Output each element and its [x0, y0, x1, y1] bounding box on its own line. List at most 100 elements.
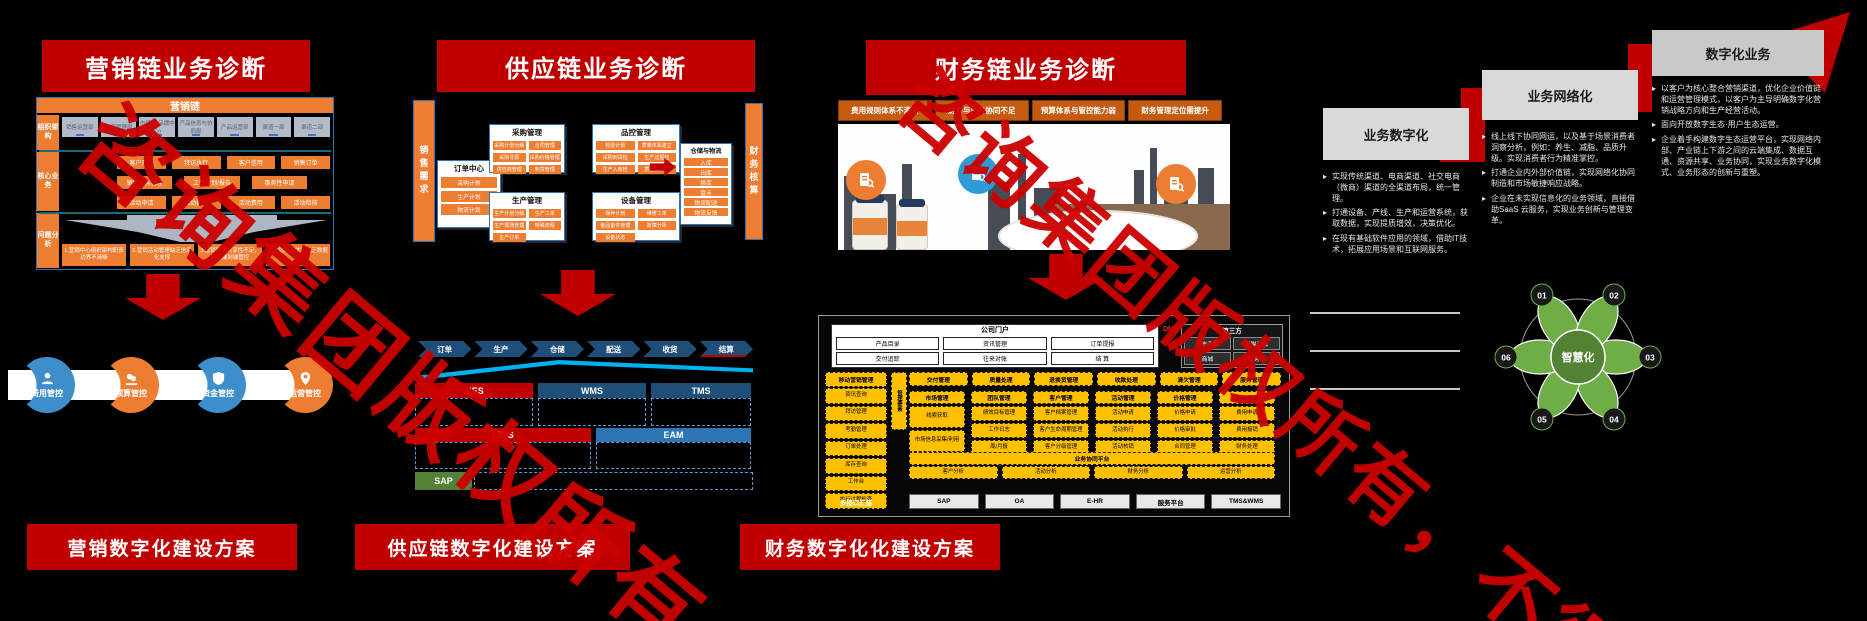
issue-box: 费用规则体系不清晰	[838, 100, 932, 121]
badge-03: 03	[1645, 353, 1655, 363]
finance-issues-row: 费用规则体系不清晰财务与业务协同不足预算体系与管控能力弱财务管理定位需提升	[838, 100, 1222, 121]
production-item: 生产计划分解	[493, 209, 526, 218]
wheel-badges: 01 02 03 04 05 06	[1494, 283, 1662, 431]
problem-box: 3.营销数据共享性不足，缺乏端到端管控	[198, 244, 262, 266]
group-item: 费用报销	[1219, 423, 1275, 438]
marketing-header: 营销链业务诊断	[42, 40, 310, 92]
mobile-item: 库存查询	[825, 458, 887, 474]
third-party-item: 服务窗	[1233, 352, 1280, 365]
quality-title: 品控管理	[621, 128, 651, 137]
integration-box: E-HR	[1060, 494, 1130, 509]
finance-footer: 财务数字化化建设方案	[740, 524, 1000, 570]
quality-box: 品控管理 检验计划质量体系建立采购到货检生产过程检生产入库检质量抽样检	[592, 124, 680, 174]
coins-icon	[125, 373, 137, 386]
badge-04: 04	[1609, 415, 1619, 425]
group-market: 市场管理 线索获取市场信息采集/利用	[909, 391, 965, 452]
process-box: 交付管理	[909, 372, 968, 386]
portal-title: 公司门户	[981, 327, 1009, 334]
flow-step: 订单	[418, 341, 471, 357]
core-box: 客户信用	[226, 156, 276, 169]
group-title: 团队管理	[971, 391, 1027, 404]
divider	[39, 212, 331, 214]
production-item: 生产工单	[528, 209, 561, 218]
finance-platform-grid: 公司门户 产品目录资讯管理订单提报 交付追踪往来对账结 算 DMS 第三方 京东…	[818, 315, 1290, 517]
group-title: 活动管理	[1095, 391, 1151, 404]
badge-01: 01	[1537, 291, 1547, 301]
finance-header: 财务链业务诊断	[866, 40, 1186, 95]
purchase-item: 合同管理	[528, 141, 561, 150]
warehouse-item: 出库	[684, 168, 728, 176]
third-party-title: 第三方	[1222, 328, 1242, 335]
tms-label: TMS	[651, 383, 751, 398]
bullet: 打通设备、产线、生产和运营系统，获取数据，实现提质增效，决策优化。	[1323, 208, 1473, 230]
equipment-items: 保养计划维修工单备品备件管理故障分析设备状态	[593, 206, 679, 245]
process-box: 退换货管理	[1034, 372, 1094, 386]
row-label-org: 组织架构	[37, 115, 59, 150]
group-activity: 活动管理 活动申请活动执行活动核销	[1095, 391, 1151, 455]
bullet: 企业着手构建数字生态运营平台，实现网络内部、产业链上下游之间的云端集成、数据互通…	[1652, 135, 1828, 178]
third-party-box: 第三方 京东商城天猫商城商城服务窗	[1181, 324, 1283, 368]
marketing-footer: 营销数字化建设方案	[27, 524, 297, 570]
dms-tag: DMS	[1163, 326, 1179, 333]
stage1-header: 业务数字化	[1323, 108, 1469, 160]
supply-header: 供应链业务诊断	[437, 40, 755, 92]
portal-item: 往来对账	[943, 352, 1047, 365]
wms-label: WMS	[538, 383, 646, 398]
pin-icon	[300, 371, 310, 386]
stage2-bullets: 线上线下协同网运，以及基于场景消费者洞察分析，例如：养生、减脂、品质升级。实现消…	[1482, 132, 1640, 230]
marketing-chain-title: 营销链	[37, 98, 333, 113]
control-capital: 资金管控	[190, 357, 246, 413]
equipment-title: 设备管理	[621, 196, 651, 205]
equipment-item: 维修工单	[637, 209, 676, 218]
badge-06: 06	[1501, 353, 1511, 363]
equipment-box: 设备管理 保养计划维修工单备品备件管理故障分析设备状态	[592, 192, 680, 242]
badge-05: 05	[1537, 415, 1547, 425]
group-item: 市场信息采集/利用	[909, 430, 965, 452]
integration-box: TMS&WMS	[1211, 494, 1281, 509]
group-title: 市场管理	[909, 391, 965, 404]
order-item: 物流计划	[441, 204, 497, 215]
order-center-items: 采购计划生产计划物流计划	[438, 174, 500, 218]
org-box: 产品运营部	[216, 117, 253, 137]
row-label-problem: 问题分析	[37, 213, 59, 268]
flow-step: 生产	[474, 341, 527, 357]
group-item: 工作日志	[971, 423, 1027, 438]
core-row-1: 客户开发拜访执行客户信用销售订单	[117, 156, 330, 169]
control-operation: 运营管控	[277, 357, 333, 413]
mobile-item: 拜访管理	[825, 405, 887, 421]
process-band: 交付管理质量处理退换货管理收款处理清欠管理服务管理	[909, 372, 1282, 386]
portal-row-1: 产品目录资讯管理订单提报	[832, 335, 1158, 352]
group-customer: 客户管理 客户档案管理客户生命周期管理客户分级管理	[1033, 391, 1089, 455]
finance-accounting-bar: 财务核算	[745, 103, 763, 240]
tms-box: TMS	[651, 383, 751, 426]
wheel-center-label: 智慧化	[1562, 350, 1595, 364]
group-item: 活动申请	[1095, 406, 1151, 421]
supply-footer: 供应链数字化建设方案	[355, 524, 630, 570]
portal-row-2: 交付追踪往来对账结 算	[832, 352, 1158, 365]
purchase-title: 采购管理	[512, 128, 542, 137]
analysis-strip: 业务协同平台	[909, 452, 1275, 465]
quality-item: 质量体系建立	[637, 141, 676, 150]
stage2-header: 业务网络化	[1482, 70, 1638, 120]
portal-item: 交付追踪	[836, 352, 940, 365]
production-box: 生产管理 生产计划分解生产工单生产现场管理特殊流程生产订单	[489, 192, 565, 242]
warehouse-box: 仓储与物流 入库出库移库盘点物流配送物流反馈	[680, 143, 732, 225]
core-box: 拜访执行	[171, 156, 221, 169]
mes-label: MES	[415, 383, 533, 398]
mobile-item: 执行过程检查	[825, 493, 887, 509]
portal-box: 公司门户 产品目录资讯管理订单提报 交付追踪往来对账结 算	[831, 324, 1159, 368]
core-box: 活动执行	[171, 196, 221, 209]
problem-box: 4.营销分析体系缺乏数据支撑	[266, 244, 330, 266]
org-box: 运营管理部	[100, 117, 137, 137]
mobile-item: 资讯查询	[825, 388, 887, 404]
badge-02: 02	[1609, 291, 1619, 301]
quality-item: 生产过程检	[637, 153, 676, 162]
note-line	[1310, 312, 1460, 314]
bullet: 实现传统渠道、电商渠道、社交电商（微商）渠道的全渠道布局，统一管理。	[1323, 172, 1473, 204]
purchase-item: 采购价格管理	[528, 153, 561, 162]
org-box: 渠道二部	[294, 117, 331, 137]
bullet: 以客户为核心整合营销渠道，优化企业价值链和运营管理模式，以客户为主导明确数字化营…	[1652, 84, 1828, 116]
bullet: 面向开放数字生态·用户生态运营。	[1652, 120, 1828, 131]
production-title: 生产管理	[512, 196, 542, 205]
eam-label: EAM	[596, 428, 751, 442]
